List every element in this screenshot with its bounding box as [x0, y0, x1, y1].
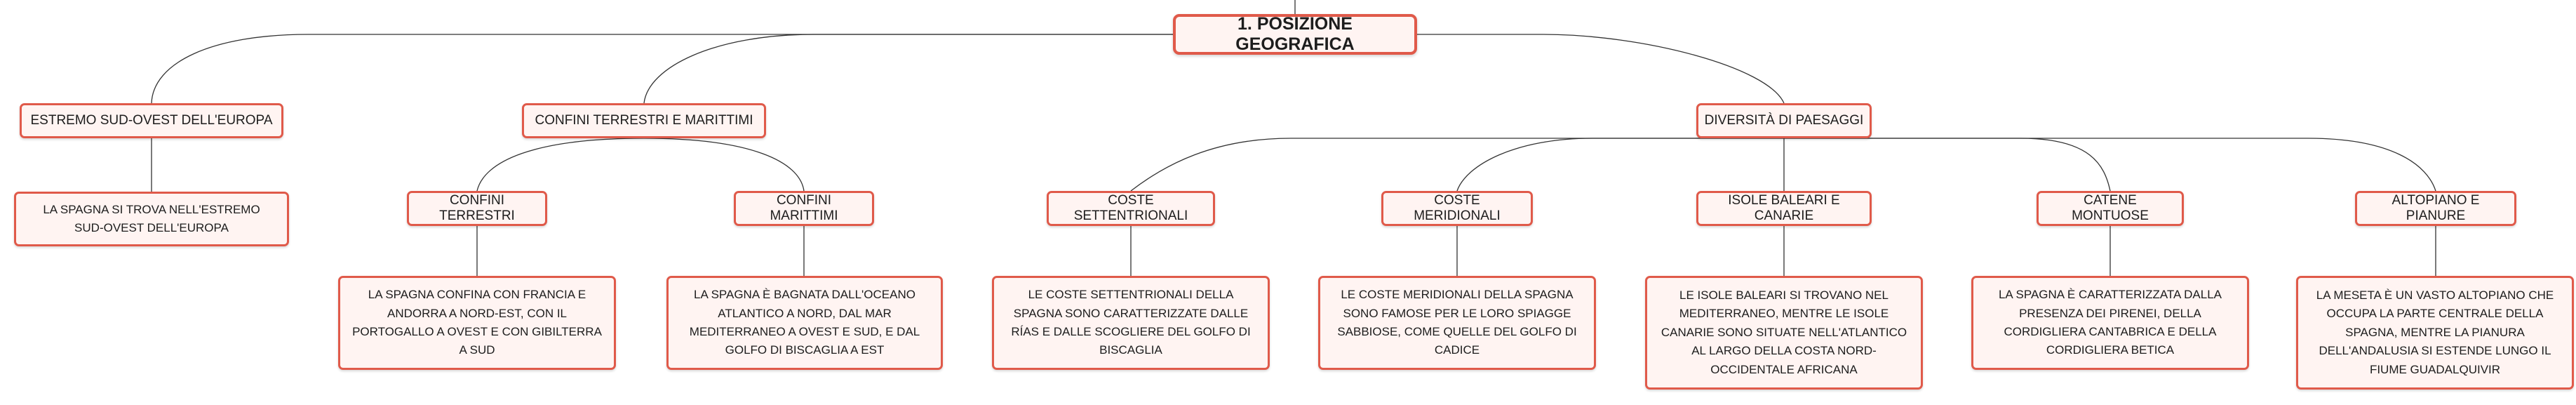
subtopic-catene-montuose[interactable]: CATENE MONTUOSE [2037, 191, 2184, 226]
link-diversita-meridionali [1456, 138, 1784, 192]
detail-confini-terrestri[interactable]: LA SPAGNA CONFINA CON FRANCIA E ANDORRA … [338, 276, 616, 370]
detail-coste-meridionali[interactable]: LE COSTE MERIDIONALI DELLA SPAGNA SONO F… [1318, 276, 1596, 370]
link-root-estremo [151, 34, 1173, 104]
link-root-confini [643, 34, 1173, 104]
detail-confini-marittimi[interactable]: LA SPAGNA È BAGNATA DALL'OCEANO ATLANTIC… [666, 276, 943, 370]
subtopic-isole-baleari-canarie[interactable]: ISOLE BALEARI E CANARIE [1696, 191, 1872, 226]
subtopic-coste-meridionali[interactable]: COSTE MERIDIONALI [1381, 191, 1533, 226]
detail-catene-montuose[interactable]: LA SPAGNA È CARATTERIZZATA DALLA PRESENZ… [1971, 276, 2249, 370]
detail-altopiano-pianure[interactable]: LA MESETA È UN VASTO ALTOPIANO CHE OCCUP… [2296, 276, 2574, 390]
link-confini-terrestri [476, 138, 645, 192]
branch-confini-terrestri-marittimi[interactable]: CONFINI TERRESTRI E MARITTIMI [522, 103, 766, 138]
link-diversita-altopiano [1784, 138, 2436, 192]
subtopic-confini-terrestri[interactable]: CONFINI TERRESTRI [407, 191, 547, 226]
subtopic-coste-settentrionali[interactable]: COSTE SETTENTRIONALI [1047, 191, 1215, 226]
detail-coste-settentrionali[interactable]: LE COSTE SETTENTRIONALI DELLA SPAGNA SON… [992, 276, 1270, 370]
link-diversita-settentrionali [1130, 138, 1784, 192]
root-topic[interactable]: 1. POSIZIONE GEOGRAFICA [1173, 14, 1417, 55]
subtopic-altopiano-pianure[interactable]: ALTOPIANO E PIANURE [2355, 191, 2516, 226]
link-root-diversita [1417, 34, 1785, 104]
link-confini-marittimi [643, 138, 805, 192]
detail-estremo-sud-ovest[interactable]: LA SPAGNA SI TROVA NELL'ESTREMO SUD-OVES… [14, 192, 289, 246]
branch-diversita-paesaggi[interactable]: DIVERSITÀ DI PAESAGGI [1696, 103, 1872, 138]
branch-estremo-sud-ovest[interactable]: ESTREMO SUD-OVEST DELL'EUROPA [20, 103, 283, 138]
subtopic-confini-marittimi[interactable]: CONFINI MARITTIMI [734, 191, 874, 226]
detail-isole-baleari-canarie[interactable]: LE ISOLE BALEARI SI TROVANO NEL MEDITERR… [1645, 276, 1923, 390]
link-diversita-catene [1784, 138, 2111, 192]
